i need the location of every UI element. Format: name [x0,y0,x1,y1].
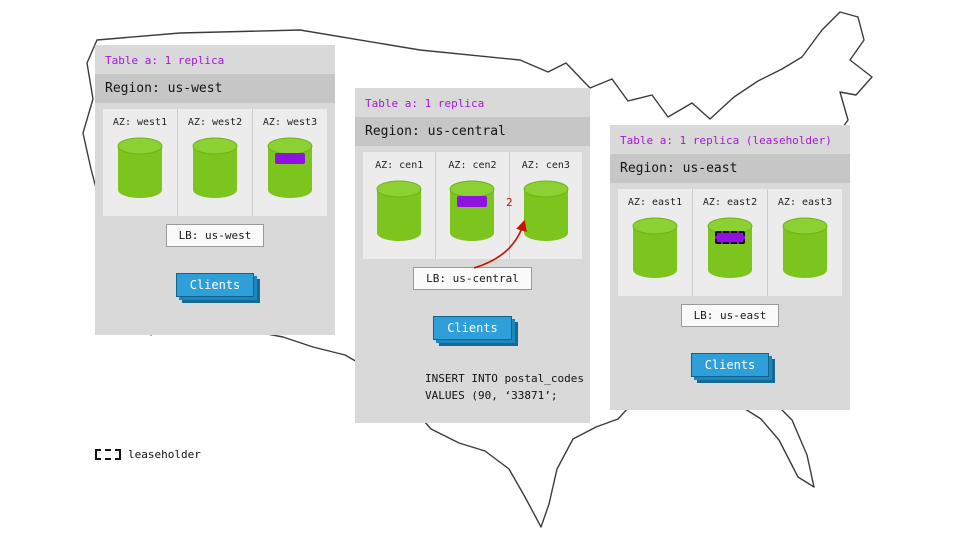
leaseholder-legend-label: leaseholder [128,448,201,461]
az-column: AZ: west1 [103,109,177,216]
sql-statement: INSERT INTO postal_codes VALUES (90, ‘33… [425,370,590,404]
region-title: Region: us-central [355,117,590,146]
database-cylinder-icon [782,217,828,278]
az-column: AZ: cen3 [508,152,582,259]
table-replica-header: Table a: 1 replica [105,54,225,67]
load-balancer: LB: us-central [413,267,532,290]
az-label: AZ: cen3 [521,160,570,171]
database-cylinder-icon [267,137,313,198]
replica-node [449,180,495,242]
az-label: AZ: west1 [112,117,168,128]
region-panel-us-east: Table a: 1 replica (leaseholder) Region:… [610,125,850,410]
replica-node [523,180,569,242]
az-label: AZ: east2 [702,197,758,208]
az-area: AZ: east1 AZ: east2 AZ: east3 [618,189,842,296]
replica-node [267,137,313,199]
database-cylinder-icon [632,217,678,278]
az-column: AZ: cen1 [363,152,435,259]
az-area: AZ: cen1 AZ: cen2 AZ: cen3 [363,152,582,259]
az-label: AZ: west2 [187,117,243,128]
clients-row: Clients [355,316,590,340]
region-panel-us-west: Table a: 1 replica Region: us-west AZ: w… [95,45,335,335]
load-balancer-row: LB: us-west [95,224,335,247]
region-title: Region: us-west [95,74,335,103]
leaseholder-chip [715,231,745,244]
table-replica-header: Table a: 1 replica [365,97,485,110]
az-area: AZ: west1 AZ: west2 AZ: west3 [103,109,327,216]
clients-row: Clients [95,273,335,297]
region-title: Region: us-east [610,154,850,183]
az-column: AZ: west3 [252,109,327,216]
az-label: AZ: cen1 [375,160,424,171]
sql-line-1: INSERT INTO postal_codes [425,372,584,385]
replica-node [632,217,678,279]
az-column: AZ: east1 [618,189,692,296]
replica-chip [275,153,305,164]
database-cylinder-icon [376,180,422,241]
az-label: AZ: east1 [627,197,683,208]
clients-button: Clients [433,316,512,340]
clients-button: Clients [690,353,770,377]
replica-chip [457,196,488,207]
sql-line-2: VALUES (90, ‘33871’; [425,389,558,403]
az-column: AZ: east2 [692,189,767,296]
az-label: AZ: west3 [262,117,318,128]
clients-button: Clients [175,273,255,297]
database-cylinder-icon [192,137,238,198]
database-cylinder-icon [117,137,163,198]
replica-node [707,217,753,279]
database-cylinder-icon [523,180,569,241]
replica-node [192,137,238,199]
load-balancer: LB: us-east [680,304,780,327]
load-balancer: LB: us-west [165,224,265,247]
az-column: AZ: west2 [177,109,252,216]
replica-node [782,217,828,279]
table-replica-header: Table a: 1 replica (leaseholder) [620,134,832,147]
load-balancer-row: LB: us-central [355,267,590,290]
az-label: AZ: east3 [777,197,833,208]
replica-node [117,137,163,199]
database-cylinder-icon [707,217,753,278]
az-column: AZ: cen2 [435,152,508,259]
az-label: AZ: cen2 [448,160,497,171]
clients-row: Clients [610,353,850,377]
az-column: AZ: east3 [767,189,842,296]
load-balancer-row: LB: us-east [610,304,850,327]
legend: leaseholder [95,448,201,461]
region-panel-us-central: Table a: 1 replica Region: us-central AZ… [355,88,590,423]
database-cylinder-icon [449,180,495,241]
replica-node [376,180,422,242]
leaseholder-legend-icon [95,449,121,460]
